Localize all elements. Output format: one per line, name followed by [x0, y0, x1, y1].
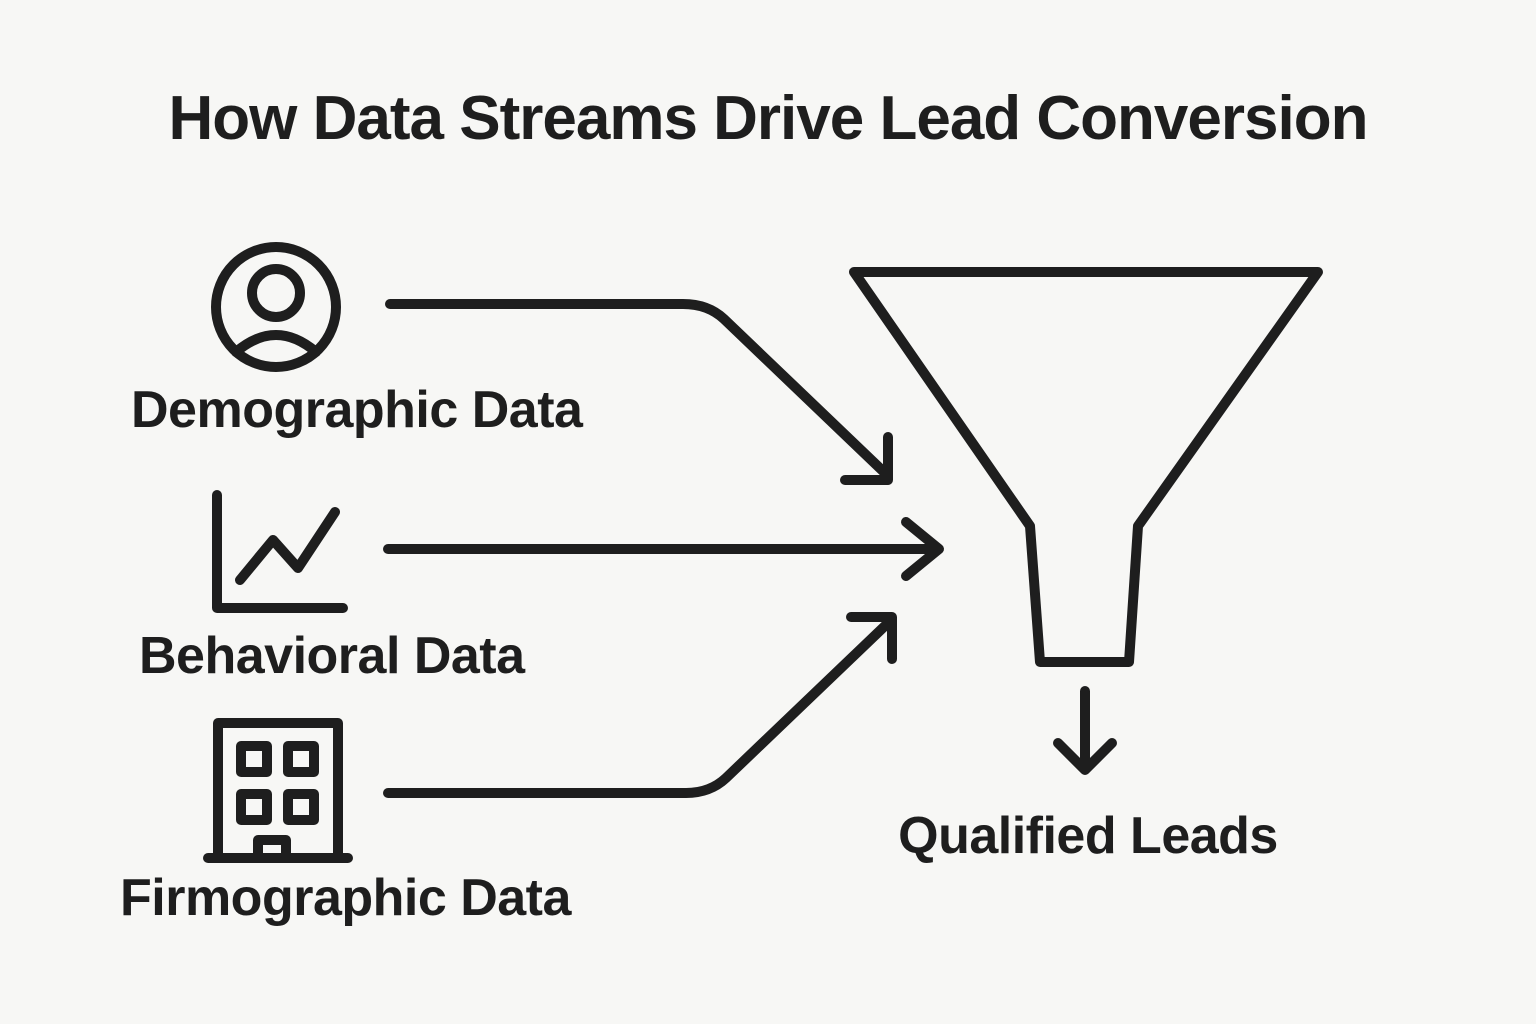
person-icon: [211, 242, 341, 372]
firmographic-arrow: [383, 612, 897, 798]
qualified-leads-label: Qualified Leads: [898, 807, 1278, 865]
firmographic-data-label: Firmographic Data: [120, 869, 571, 927]
behavioral-arrow: [383, 517, 944, 581]
demographic-data-label: Demographic Data: [131, 381, 583, 439]
down-arrow-icon: [1053, 686, 1117, 775]
page-title: How Data Streams Drive Lead Conversion: [168, 84, 1369, 153]
line-chart-icon: [212, 490, 348, 613]
behavioral-data-label: Behavioral Data: [139, 627, 525, 685]
demographic-arrow: [385, 299, 893, 485]
funnel-icon: [849, 267, 1323, 667]
building-icon: [203, 718, 353, 863]
